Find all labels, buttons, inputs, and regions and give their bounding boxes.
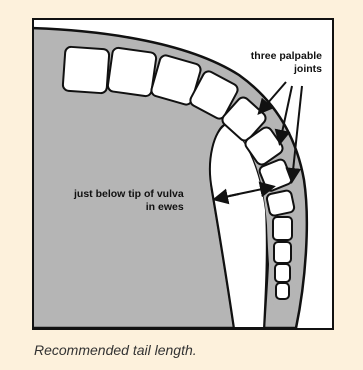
vertebra-9 <box>273 217 292 240</box>
vertebra-2 <box>107 47 157 97</box>
vertebra-8 <box>266 190 295 217</box>
vulva-label-line2: in ewes <box>74 201 184 214</box>
three-joints-label-line1: three palpable <box>251 50 322 63</box>
vulva-label-line1: just below tip of vulva <box>74 188 184 201</box>
vertebra-1 <box>63 47 110 94</box>
vertebra-12 <box>276 283 289 299</box>
three-joints-label: three palpable joints <box>251 50 322 76</box>
vulva-label: just below tip of vulva in ewes <box>74 188 184 214</box>
vertebra-11 <box>275 264 290 282</box>
three-joints-label-line2: joints <box>251 63 322 76</box>
figure-caption: Recommended tail length. <box>34 342 197 358</box>
vertebra-10 <box>274 242 291 263</box>
figure-frame: three palpable joints just below tip of … <box>32 18 334 330</box>
